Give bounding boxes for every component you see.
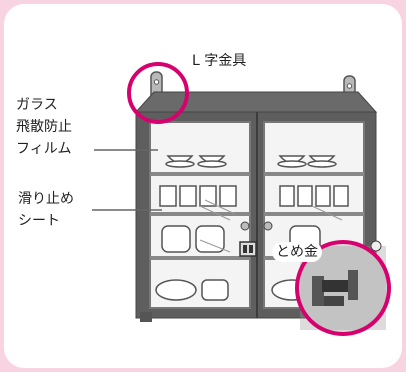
l-bracket-highlight	[127, 62, 189, 124]
door-handles	[240, 221, 273, 231]
clasp-highlight	[295, 240, 391, 336]
clasp-label: とめ金	[272, 242, 322, 262]
clasp-small-icon	[239, 241, 257, 257]
cabinet-top	[134, 91, 378, 113]
glass-film-label: ガラス 飛散防止 フィルム	[16, 97, 72, 157]
nonslip-pattern	[199, 199, 343, 253]
nonslip-sheet-label: 滑り止め シート	[18, 191, 74, 229]
l-bracket-label: L 字金具	[192, 53, 247, 69]
